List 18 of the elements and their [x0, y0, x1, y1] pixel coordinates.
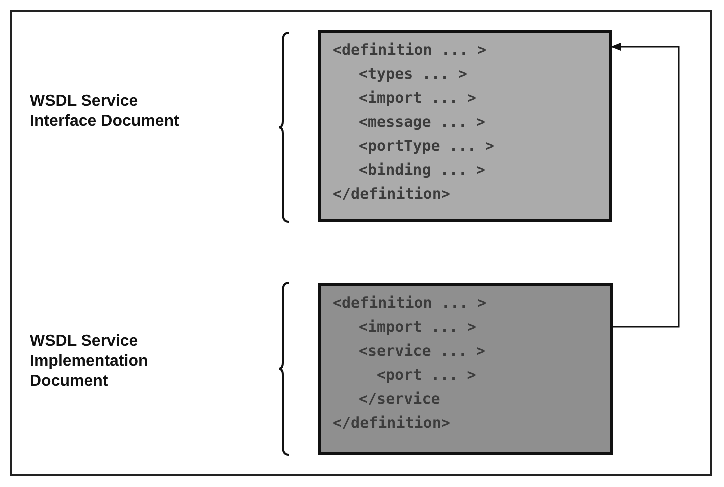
code-line: </definition>	[333, 184, 450, 205]
code-line: <port ... >	[376, 365, 476, 386]
arrow	[611, 43, 680, 328]
document-label: WSDL Service Implementation Document	[30, 332, 150, 392]
code-line: <types ... >	[358, 64, 468, 85]
code-box	[318, 30, 612, 222]
code-line: </definition>	[333, 413, 450, 434]
document-label: WSDL Service Interface Document	[30, 92, 180, 132]
code-line: <definition ... >	[333, 293, 487, 314]
code-line: <binding ... >	[358, 160, 486, 181]
code-line: <import ... >	[358, 88, 476, 109]
code-line: <import ... >	[358, 317, 476, 338]
code-line: <service ... >	[358, 341, 486, 362]
code-box	[318, 283, 613, 455]
code-line: <message ... >	[358, 112, 486, 133]
code-line: <definition ... >	[333, 40, 487, 61]
code-line: <portType ... >	[358, 136, 494, 157]
code-line: </service	[358, 389, 440, 410]
